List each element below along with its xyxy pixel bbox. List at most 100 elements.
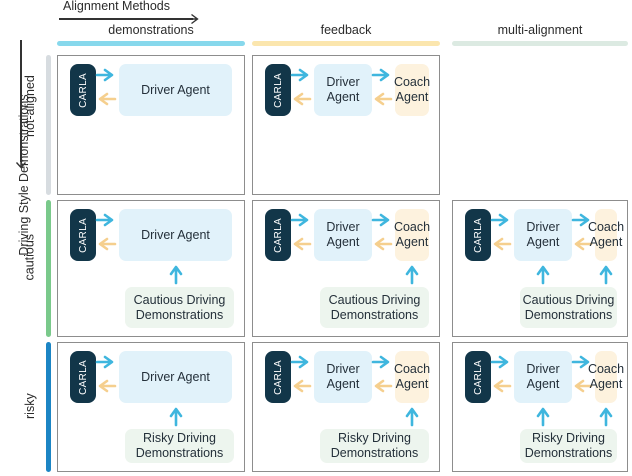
arrow-demonstrations-to-driver-icon <box>169 405 183 427</box>
carla-node: CARLA <box>265 351 291 403</box>
arrow-driver-to-carla-icon <box>490 237 512 251</box>
arrow-coach-to-driver-icon <box>371 92 393 106</box>
arrow-demonstrations-to-driver-icon <box>169 263 183 285</box>
demonstrations-node: Risky Driving Demonstrations <box>520 429 617 463</box>
top-axis-label: Alignment Methods <box>63 0 171 13</box>
arrow-carla-to-driver-icon <box>490 355 512 369</box>
driver-agent-node: Driver Agent <box>514 351 572 403</box>
coach-agent-node: Coach Agent <box>393 351 431 403</box>
column-header-label: feedback <box>320 23 372 37</box>
carla-node: CARLA <box>465 209 491 261</box>
demonstrations-label: Cautious Driving Demonstrations <box>522 292 615 322</box>
demonstrations-label: Cautious Driving Demonstrations <box>328 292 421 322</box>
carla-node-label: CARLA <box>472 217 484 253</box>
carla-node: CARLA <box>265 64 291 116</box>
column-header-feedback: feedback <box>252 22 440 52</box>
driver-agent-label: Driver Agent <box>326 220 360 249</box>
demonstrations-node: Cautious Driving Demonstrations <box>125 287 234 328</box>
driver-agent-node: Driver Agent <box>514 209 572 261</box>
arrow-carla-to-driver-icon <box>490 213 512 227</box>
row-label-not-aligned: not-aligned <box>18 55 42 195</box>
driver-agent-node: Driver Agent <box>314 64 372 116</box>
coach-agent-label: Coach Agent <box>587 220 625 249</box>
driver-agent-node: Driver Agent <box>119 64 232 116</box>
carla-node-label: CARLA <box>77 72 89 108</box>
carla-node: CARLA <box>265 209 291 261</box>
arrow-carla-to-driver-icon <box>290 68 312 82</box>
arrow-demonstrations-to-coach-icon <box>599 405 613 427</box>
arrow-driver-to-carla-icon <box>290 379 312 393</box>
matrix-cell-not-aligned-demonstrations: CARLA Driver Agent <box>57 55 245 195</box>
arrow-down-icon <box>15 156 27 169</box>
carla-node: CARLA <box>465 351 491 403</box>
coach-agent-node: Coach Agent <box>394 209 430 261</box>
matrix-cell-inner: CARLA Driver Agent Coach Agent <box>253 56 439 194</box>
coach-agent-node: Coach Agent <box>588 351 624 403</box>
demonstrations-label: Risky Driving Demonstrations <box>524 431 613 460</box>
demonstrations-node: Risky Driving Demonstrations <box>320 429 429 463</box>
demonstrations-label: Risky Driving Demonstrations <box>330 431 419 460</box>
coach-agent-label: Coach Agent <box>393 362 431 391</box>
arrow-demonstrations-to-coach-icon <box>599 263 613 285</box>
arrow-driver-to-carla-icon <box>95 92 117 106</box>
driver-agent-label: Driver Agent <box>526 220 560 249</box>
arrow-driver-to-coach-icon <box>371 68 393 82</box>
top-axis-line <box>59 18 193 20</box>
arrow-coach-to-driver-icon <box>571 379 593 393</box>
driver-agent-label: Driver Agent <box>141 82 210 97</box>
driver-agent-label: Driver Agent <box>326 75 360 104</box>
row-label-risky: risky <box>18 342 42 472</box>
arrow-coach-to-driver-icon <box>371 237 393 251</box>
row-accent-bar-not-aligned <box>46 55 51 195</box>
driver-agent-node: Driver Agent <box>119 351 232 403</box>
carla-node-label: CARLA <box>77 359 89 395</box>
demonstrations-label: Cautious Driving Demonstrations <box>133 292 226 322</box>
coach-agent-node: Coach Agent <box>393 64 431 116</box>
column-header-demonstrations: demonstrations <box>57 22 245 52</box>
arrow-coach-to-driver-icon <box>571 237 593 251</box>
arrow-demonstrations-to-coach-icon <box>405 405 419 427</box>
coach-agent-label: Coach Agent <box>587 362 625 391</box>
row-accent-bar-risky <box>46 342 51 472</box>
coach-agent-label: Coach Agent <box>393 75 431 104</box>
left-axis: Driving Style Demonstrations <box>0 18 31 438</box>
driver-agent-node: Driver Agent <box>314 209 372 261</box>
arrow-carla-to-driver-icon <box>95 68 117 82</box>
arrow-right-icon <box>187 12 199 25</box>
carla-node: CARLA <box>70 209 96 261</box>
arrow-driver-to-coach-icon <box>571 213 593 227</box>
carla-node: CARLA <box>70 64 96 116</box>
column-header-multi: multi-alignment <box>452 22 628 52</box>
column-accent-bar <box>252 41 440 46</box>
carla-node-label: CARLA <box>272 217 284 253</box>
coach-agent-node: Coach Agent <box>588 209 624 261</box>
driver-agent-node: Driver Agent <box>119 209 232 261</box>
arrow-demonstrations-to-coach-icon <box>405 263 419 285</box>
driver-agent-label: Driver Agent <box>141 227 210 242</box>
top-axis: Alignment Methods <box>57 0 257 25</box>
row-accent-bar-cautious <box>46 200 51 337</box>
column-accent-bar <box>57 41 245 46</box>
driver-agent-label: Driver Agent <box>141 369 210 384</box>
matrix-cell-inner: CARLA Driver Agent <box>58 56 244 194</box>
arrow-carla-to-driver-icon <box>290 213 312 227</box>
left-axis-line <box>20 40 22 162</box>
demonstrations-label: Risky Driving Demonstrations <box>135 431 224 460</box>
carla-node: CARLA <box>70 351 96 403</box>
arrow-demonstrations-to-driver-icon <box>536 405 550 427</box>
column-accent-bar <box>452 41 628 46</box>
arrow-driver-to-carla-icon <box>290 237 312 251</box>
arrow-driver-to-coach-icon <box>571 355 593 369</box>
driver-agent-label: Driver Agent <box>326 362 360 391</box>
arrow-driver-to-coach-icon <box>371 213 393 227</box>
